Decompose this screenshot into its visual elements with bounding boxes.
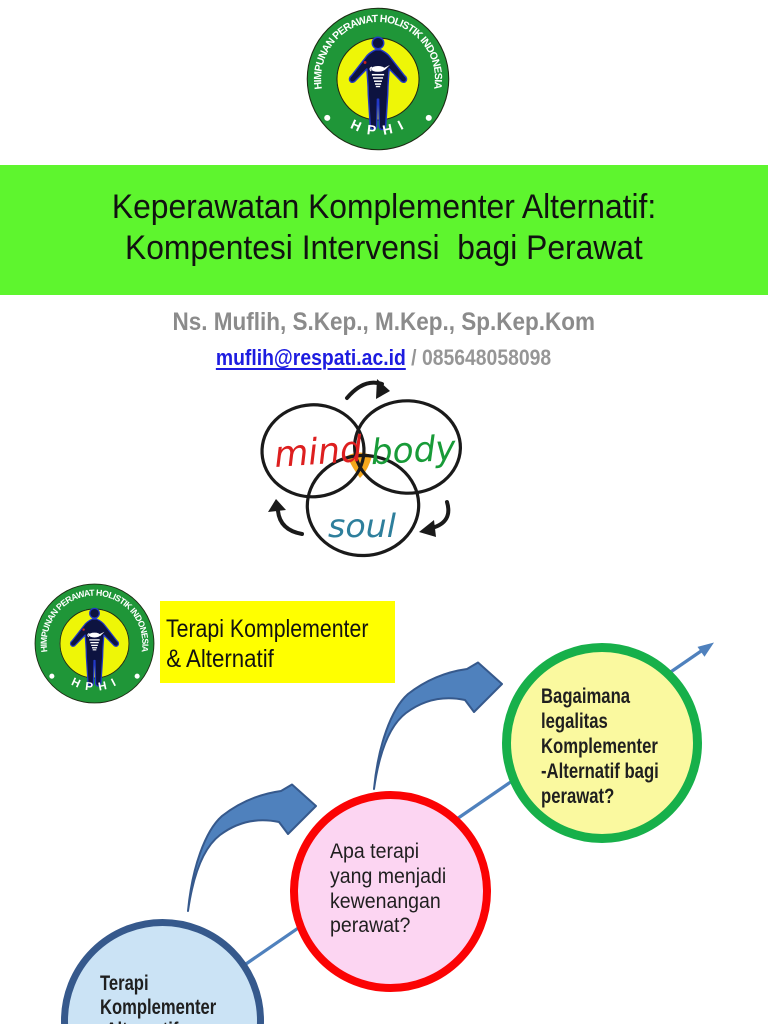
step-2-line-2: yang menjadi	[330, 864, 447, 888]
topic-line-1: Terapi Komplementer	[165, 614, 369, 643]
curved-arrow-1	[187, 783, 317, 912]
venn-arrow-top-head	[376, 379, 390, 399]
step-circle-terapi-text: Terapi Komplementer -Alternatif	[100, 972, 247, 1024]
venn-arrow-left	[276, 509, 304, 536]
venn-arrow-left-head	[268, 499, 286, 512]
venn-label-mind: mind	[273, 429, 365, 476]
step-circle-kewenangan-text: Apa terapi yang menjadi kewenangan peraw…	[330, 840, 455, 939]
step-1-line-3: -Alternatif	[100, 1019, 216, 1024]
step-3-line-5: perawat?	[541, 784, 615, 808]
step-1-line-2: Komplementer	[100, 995, 217, 1019]
title-line-2: Kompentesi Intervensi bagi Perawat	[125, 229, 643, 267]
step-2-line-4: perawat?	[330, 914, 411, 938]
step-circle-legalitas: Bagaimana legalitas Komplementer -Altern…	[502, 643, 702, 843]
author-line: Ns. Muflih, S.Kep., M.Kep., Sp.Kep.Kom	[0, 308, 768, 337]
topic-box: Terapi Komplementer & Alternatif	[160, 601, 395, 683]
step-3-line-3: Komplementer	[541, 734, 658, 758]
curved-arrow-2	[373, 661, 503, 790]
step-3-line-2: legalitas	[541, 709, 608, 733]
step-1-line-1: Terapi	[100, 972, 149, 995]
venn-circle-soul	[305, 453, 421, 558]
venn-label-body: body	[370, 429, 458, 473]
contact-line: muflih@respati.ac.id / 085648058098	[0, 345, 768, 371]
title-banner: Keperawatan Komplementer Alternatif: Kom…	[0, 165, 768, 295]
venn-circle-mind	[260, 403, 366, 499]
topic-line-2: & Alternatif	[166, 644, 274, 673]
contact-separator: /	[406, 345, 423, 370]
step-2-line-1: Apa terapi	[330, 840, 420, 863]
phone-number: 085648058098	[422, 345, 552, 370]
trend-line-arrowhead	[697, 642, 714, 657]
venn-circle-body	[353, 399, 462, 495]
hphi-logo	[306, 7, 450, 151]
title-line-1: Keperawatan Komplementer Alternatif:	[111, 188, 657, 226]
email-link[interactable]: muflih@respati.ac.id	[216, 345, 407, 370]
step-2-line-3: kewenangan	[330, 889, 441, 913]
step-3-line-1: Bagaimana	[541, 685, 631, 708]
step-circle-legalitas-text: Bagaimana legalitas Komplementer -Altern…	[541, 685, 689, 810]
mind-body-soul-venn: mind body soul	[260, 379, 462, 558]
step-circle-kewenangan: Apa terapi yang menjadi kewenangan peraw…	[290, 791, 491, 992]
venn-arrow-right-head	[419, 520, 436, 537]
venn-label-soul: soul	[328, 507, 396, 545]
author-text: Ns. Muflih, S.Kep., M.Kep., Sp.Kep.Kom	[172, 308, 596, 336]
step-3-line-4: -Alternatif bagi	[541, 759, 659, 783]
venn-arrow-right	[430, 500, 451, 530]
